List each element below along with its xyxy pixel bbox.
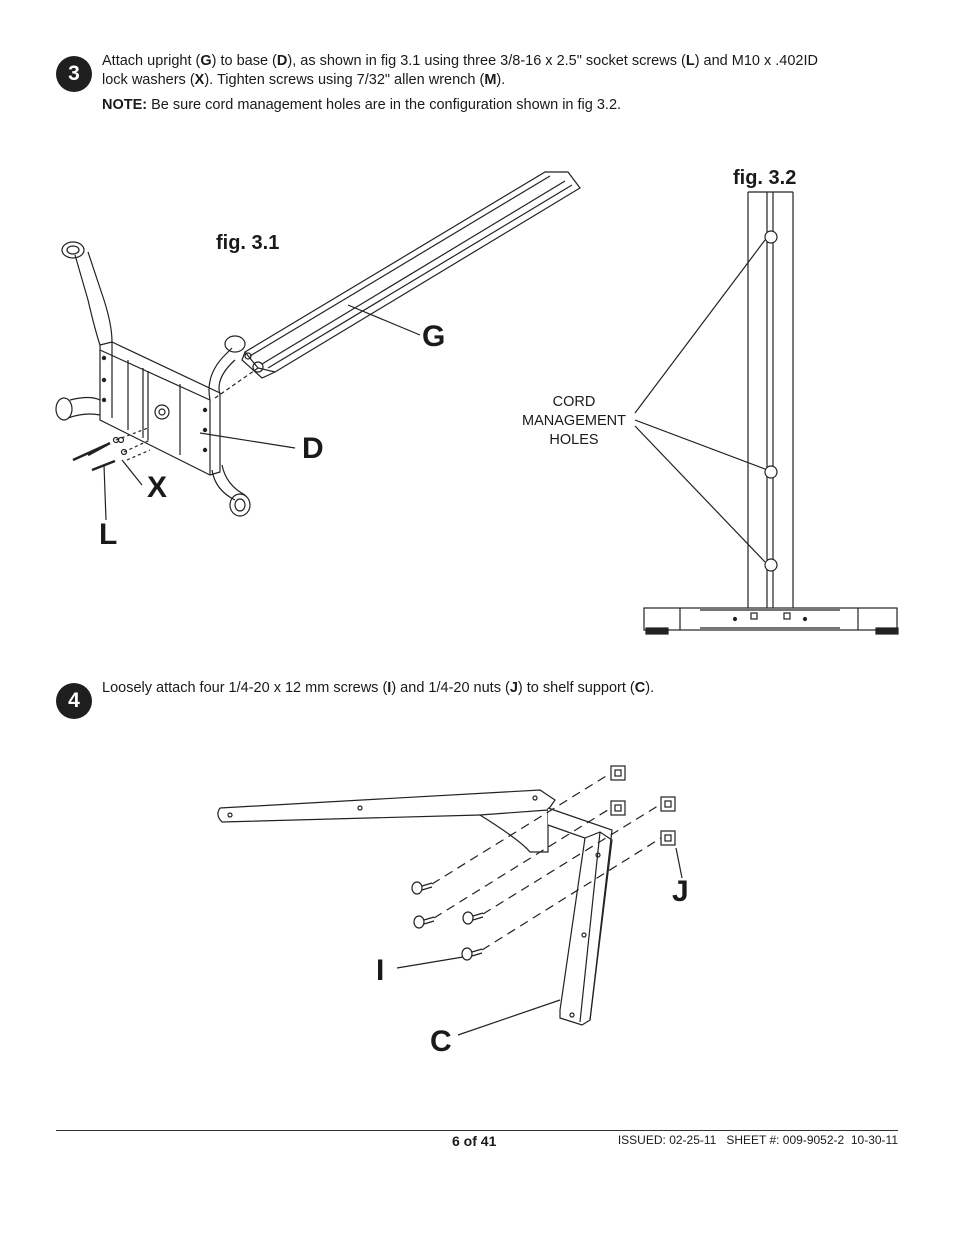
leader-g	[347, 304, 421, 336]
fig-3-2-label: fig. 3.2	[733, 167, 797, 189]
shelf-support-c-drawing	[217, 765, 683, 1036]
callout-c: C	[430, 1025, 452, 1058]
note-label: NOTE:	[102, 97, 148, 113]
step-4-text: ).	[645, 680, 655, 696]
leader-x	[121, 459, 143, 486]
step-3-instruction: Attach upright (G) to base (D), as shown…	[102, 52, 902, 90]
part-ref-d: D	[276, 53, 288, 69]
base-d-drawing	[55, 241, 259, 517]
cord-label-line: CORD	[552, 394, 596, 410]
footer-divider	[56, 1130, 898, 1131]
step-4-badge: 4	[56, 683, 92, 719]
upright-side-view	[634, 191, 899, 635]
part-ref-g: G	[200, 53, 212, 69]
step-3-text: lock washers (	[102, 72, 195, 88]
part-ref-c: C	[634, 680, 646, 696]
leader-l	[103, 464, 107, 521]
screws-i	[411, 881, 484, 961]
upright-g-drawing	[241, 171, 581, 379]
step-3-text: ), as shown in fig 3.1 using three 3/8-1…	[287, 53, 686, 69]
fig-3-1-label: fig. 3.1	[216, 232, 280, 254]
step-3-text: ). Tighten screws using 7/32" allen wren…	[204, 72, 485, 88]
step-4-text: ) and 1/4-20 nuts (	[391, 680, 510, 696]
callout-i: I	[376, 954, 385, 987]
note-text: Be sure cord management holes are in the…	[147, 97, 622, 113]
callout-d: D	[302, 432, 324, 465]
callout-j: J	[672, 875, 689, 908]
step-3-text: ) to base (	[211, 53, 277, 69]
issued-info: ISSUED: 02-25-11 SHEET #: 009-9052-2 10-…	[617, 1133, 898, 1147]
part-ref-j: J	[509, 680, 518, 696]
part-ref-i: I	[387, 680, 392, 696]
callout-x: X	[147, 471, 168, 504]
part-ref-x: X	[194, 72, 205, 88]
cord-label-line: MANAGEMENT	[522, 413, 626, 429]
cord-label-line: HOLES	[549, 432, 599, 448]
step-3-text: ) and M10 x .402ID	[694, 53, 819, 69]
step-4-text: Loosely attach four 1/4-20 x 12 mm screw…	[102, 680, 388, 696]
screws-l-washers-x	[72, 427, 151, 472]
step-4-text: ) to shelf support (	[517, 680, 635, 696]
part-ref-l: L	[685, 53, 695, 69]
step-3-badge: 3	[56, 56, 92, 92]
callout-l: L	[99, 518, 118, 551]
leader-d	[199, 432, 296, 449]
part-ref-m: M	[484, 72, 497, 88]
step-3-note: NOTE: Be sure cord management holes are …	[102, 96, 902, 115]
callout-g: G	[422, 320, 446, 353]
page-number: 6 of 41	[452, 1133, 497, 1149]
step-3-text: Attach upright (	[102, 53, 201, 69]
step-3-text: ).	[496, 72, 506, 88]
step-4-instruction: Loosely attach four 1/4-20 x 12 mm screw…	[102, 679, 902, 698]
cord-management-holes-label: CORD MANAGEMENT HOLES	[514, 393, 634, 450]
